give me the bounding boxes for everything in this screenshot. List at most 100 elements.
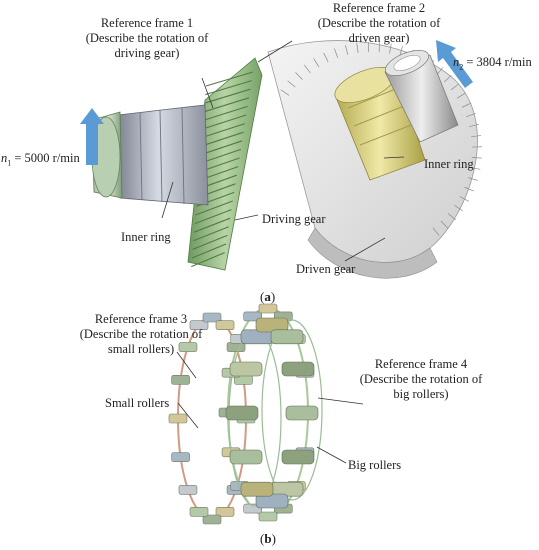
reference-frame-3-desc-1: (Describe the rotation of [79,327,203,341]
n1-symbol: n [1,151,8,165]
driven-gear-tooth [471,135,482,138]
driving-gear-tooth [191,243,227,259]
reference-frame-4-desc-2: big rollers) [393,387,449,401]
driving-gear-tooth [204,88,251,104]
driving-gear-tooth [203,97,250,113]
driving-gear-tooth [200,131,244,147]
driven-gear-tooth [287,80,296,88]
reference-frame-1-desc-2: driving gear) [114,46,180,60]
panel-b-letter: b [264,531,272,546]
small-roller [168,413,188,424]
driven-gear-tooth [345,45,349,55]
driving-gear-tooth [191,252,225,268]
driving-gear-tooth [205,71,254,87]
driven-gear-tooth [295,72,303,80]
driven-gear-tooth [456,92,466,99]
driven-gear-tooth [432,227,440,236]
driven-gear-tooth [440,220,449,229]
driven-gear-tooth [470,167,481,170]
small-roller [202,312,222,323]
small-roller [258,303,278,314]
reference-frame-2-desc-2: driven gear) [348,31,410,45]
big-rollers [225,317,319,509]
driven-gear-tooth [323,52,329,63]
driven-gear-tooth [471,156,482,159]
reference-frame-1-title: Reference frame 1 [100,16,194,30]
reference-frame-1-desc-1: (Describe the rotation of [85,31,209,45]
driven-gear-tooth [461,102,472,108]
small-roller [178,485,198,495]
reference-frame-3-desc-2: small rollers) [107,342,175,356]
driving-gear-tooth [200,140,243,156]
n2-subscript: 2 [459,62,464,72]
driven-gear-tooth [303,64,311,74]
driving-gear-tooth [203,105,248,121]
driven-gear-tooth [378,42,381,53]
big-roller [225,405,259,421]
driven-gear-tooth [467,177,478,181]
big-roller [229,449,263,465]
reference-frame-1-label: Reference frame 1 (Describe the rotation… [67,16,227,61]
driving-shaft [91,111,123,199]
small-roller [189,507,209,517]
reference-frame-2-title: Reference frame 2 [332,1,426,15]
driving-gear-tooth [192,234,228,250]
rotation-arrow-n1 [80,108,104,165]
small-roller [215,507,235,517]
n2-value: = 3804 r/min [463,55,532,69]
driven-gear-tooth [469,123,479,128]
driving-gear-tooth [193,217,231,233]
big-roller [281,449,315,465]
driven-gear-tooth [280,89,290,96]
leader-lines-b [176,351,364,464]
small-roller [226,342,246,352]
big-roller [285,405,319,421]
driven-gear-tooth [389,43,392,54]
driven-gear-tooth [450,83,460,91]
driving-gear-label: Driving gear [262,212,326,226]
reference-frame-3-title: Reference frame 3 [94,312,188,326]
panel-a-letter: a [264,289,271,304]
inner-ring-right-label: Inner ring [424,157,474,171]
inner-ring-left-label: Inner ring [121,230,171,244]
driving-gear-tooth [195,200,233,216]
reference-frame-4-desc-1: (Describe the rotation of [359,372,483,386]
panel-b-caption: (b) [260,531,276,546]
small-roller [171,452,190,462]
driven-gear-tooth [459,196,469,202]
big-roller [240,481,274,497]
driven-gear-tooth [465,113,476,118]
driven-gear-label: Driven gear [296,262,356,276]
small-roller [215,320,235,330]
reference-frame-3-label: Reference frame 3 (Describe the rotation… [61,312,221,357]
small-roller [243,311,262,322]
driven-gear-tooth [334,48,339,59]
small-roller [178,342,198,352]
driven-gear-tooth [464,186,474,192]
small-rollers-label: Small rollers [105,396,170,410]
big-roller [229,361,263,377]
small-roller [258,511,278,522]
driving-gear-tooth [202,114,247,130]
n1-value: = 5000 r/min [11,151,80,165]
driven-gear-tooth [443,74,452,83]
n2-symbol: n [453,55,460,69]
n2-speed-label: n2 = 3804 r/min [453,55,532,72]
driving-gear-tooth [201,123,246,139]
rotation-arrow-n2 [436,40,473,88]
driven-shaft [384,49,459,143]
n1-subscript: 1 [7,158,12,168]
driven-gear-tooth [356,42,359,53]
driving-gear-tooth [193,226,229,242]
driving-gear-tooth [205,80,252,96]
driven-gear-tooth [454,205,463,212]
reference-frame-4-title: Reference frame 4 [374,357,468,371]
reference-frame-2-label: Reference frame 2 (Describe the rotation… [299,1,459,46]
leader-lines-a [161,40,405,262]
driven-gear-tooth [447,213,457,221]
driving-gear-tooth [194,209,232,225]
small-roller [202,514,222,525]
panel-a-caption: (a) [260,289,276,304]
driven-gear-tooth [399,46,403,56]
